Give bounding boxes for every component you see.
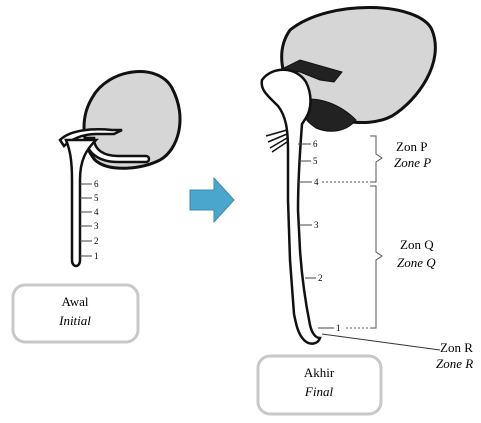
final-tick-label: 4 (314, 177, 319, 187)
initial-seedling: 1 2 3 4 5 6 (60, 72, 180, 266)
final-tick-label: 3 (314, 220, 319, 230)
initial-tick-label: 6 (94, 179, 99, 189)
initial-tick-label: 1 (94, 251, 99, 261)
final-label-ms: Akhir (304, 365, 335, 380)
initial-ticks (80, 184, 92, 256)
initial-tick-label: 5 (94, 193, 99, 203)
initial-tick-label: 3 (94, 221, 99, 231)
initial-label-ms: Awal (62, 294, 89, 309)
initial-tick-label: 4 (94, 207, 99, 217)
initial-label-box: Awal Initial (13, 285, 138, 342)
zone-p-bracket (370, 136, 382, 182)
final-tick-label: 1 (336, 323, 341, 333)
zone-r-label-en: Zone R (436, 356, 473, 371)
initial-tick-label: 2 (94, 236, 99, 246)
zone-p-label-ms: Zon P (396, 139, 427, 154)
final-tick-label: 6 (313, 139, 318, 149)
zone-p-label-en: Zone P (394, 155, 431, 170)
zone-r-label-ms: Zon R (440, 340, 473, 355)
initial-label-en: Initial (58, 313, 91, 328)
final-label-box: Akhir Final (258, 356, 381, 414)
zone-r-leader (322, 334, 440, 350)
right-arrow-icon (190, 178, 234, 222)
final-tick-label: 5 (313, 156, 318, 166)
initial-hypocotyl (66, 140, 96, 266)
final-root-hairs (266, 130, 287, 152)
final-label-en: Final (304, 384, 334, 399)
zone-q-label-ms: Zon Q (400, 237, 434, 252)
zone-q-label-en: Zone Q (397, 255, 436, 270)
final-seedling: 1 2 3 4 5 6 (262, 7, 436, 343)
zone-q-bracket (370, 186, 382, 328)
final-tick-label: 2 (318, 273, 323, 283)
